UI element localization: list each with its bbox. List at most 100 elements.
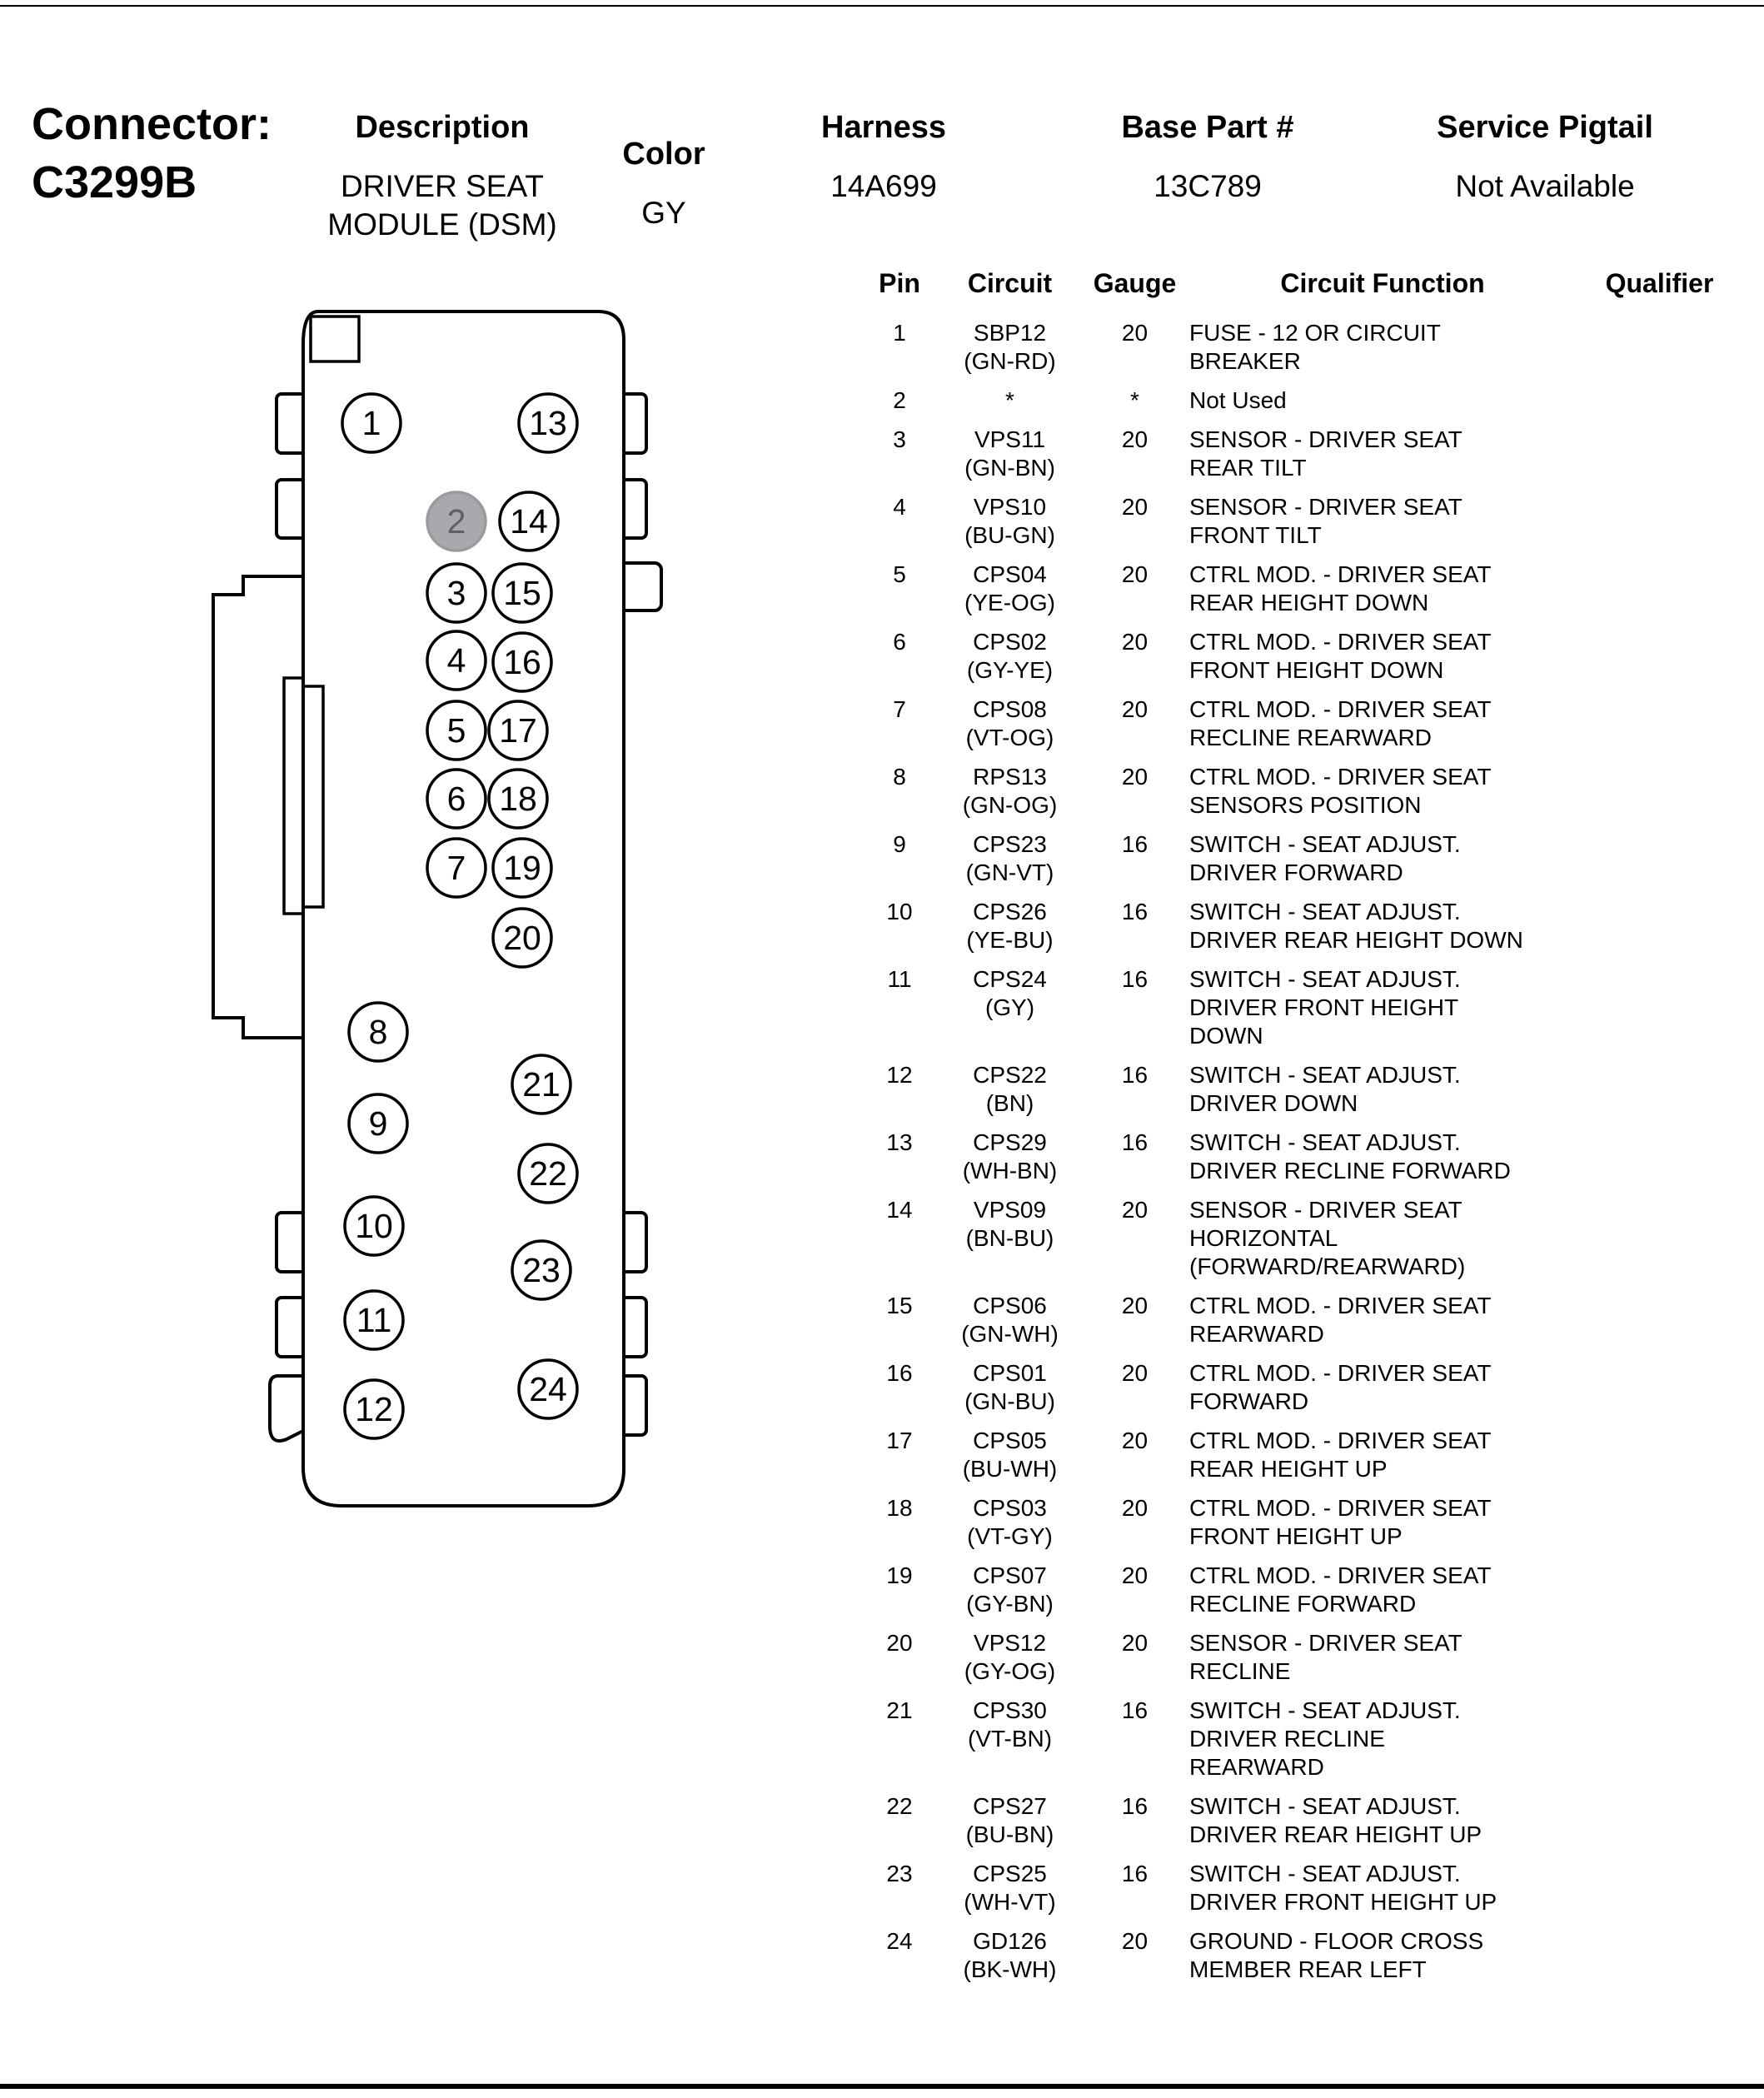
- circuit-cell: CPS05 (BU-WH): [933, 1427, 1087, 1483]
- connector-foot-tab: [268, 1374, 308, 1443]
- pin-circle: [426, 837, 487, 899]
- pin-marker-16: 16: [491, 631, 553, 693]
- pin-circle: [491, 631, 553, 693]
- pin-marker-5: 5: [426, 700, 487, 761]
- circuit-wire-color: (GY-YE): [966, 657, 1054, 683]
- circuit-code: CPS07: [973, 1562, 1047, 1588]
- circuit-wire-color: (VT-GY): [967, 1523, 1053, 1549]
- qualifier-cell: [1582, 1359, 1737, 1416]
- pin-circle-number: 5: [447, 711, 466, 750]
- qualifier-cell: [1582, 1427, 1737, 1483]
- gauge-cell: 20: [1121, 696, 1149, 722]
- header-col-harness: Harness 14A699: [775, 110, 992, 206]
- pin-row: 8 RPS13 (GN-OG) 20 CTRL MOD. - DRIVER SE…: [866, 763, 1749, 820]
- circuit-function-cell: SWITCH - SEAT ADJUST. DRIVER FRONT HEIGH…: [1189, 966, 1461, 1049]
- circuit-cell: CPS30 (VT-BN): [933, 1697, 1087, 1782]
- gauge-cell: 20: [1121, 1293, 1149, 1318]
- pin-number: 22: [886, 1793, 913, 1819]
- qualifier-cell: [1582, 1196, 1737, 1281]
- pin-circle: [511, 1054, 572, 1115]
- circuit-code: CPS29: [973, 1129, 1047, 1155]
- circuit-code: CPS22: [973, 1062, 1047, 1088]
- pin-marker-3: 3: [426, 562, 487, 624]
- pin-circle-number: 16: [503, 643, 541, 681]
- service-pigtail-label: Service Pigtail: [1437, 110, 1653, 145]
- circuit-wire-color: (YE-OG): [964, 590, 1055, 615]
- service-pigtail-value: Not Available: [1455, 169, 1635, 203]
- circuit-function-cell: SWITCH - SEAT ADJUST. DRIVER RECLINE REA…: [1189, 1697, 1461, 1780]
- pin-number: 10: [886, 899, 913, 924]
- pin-number: 13: [886, 1129, 913, 1155]
- circuit-cell: CPS25 (WH-VT): [933, 1860, 1087, 1916]
- circuit-code: VPS12: [973, 1630, 1047, 1656]
- pin-circle-number: 21: [522, 1065, 561, 1104]
- body-rail-detail: [301, 685, 325, 909]
- circuit-code: RPS13: [973, 764, 1047, 790]
- pin-number: 18: [886, 1495, 913, 1521]
- qualifier-cell: [1582, 1562, 1737, 1618]
- pin-circle-number: 24: [529, 1370, 567, 1408]
- pin-circle: [343, 1195, 405, 1257]
- pin-circle: [498, 491, 560, 552]
- circuit-cell: CPS23 (GN-VT): [933, 830, 1087, 887]
- qualifier-cell: [1582, 1792, 1737, 1849]
- circuit-wire-color: (GY): [984, 994, 1035, 1020]
- pin-circle: [426, 700, 487, 761]
- pin-marker-7: 7: [426, 837, 487, 899]
- pin-circle: [347, 1001, 409, 1063]
- harness-value: 14A699: [830, 169, 937, 203]
- circuit-function-cell: CTRL MOD. - DRIVER SEAT REARWARD: [1189, 1293, 1492, 1347]
- pin-number: 20: [886, 1630, 913, 1656]
- pin-marker-24: 24: [517, 1358, 579, 1420]
- pin-number: 1: [893, 320, 906, 346]
- circuit-code: CPS08: [973, 696, 1047, 722]
- circuit-function-cell: SENSOR - DRIVER SEAT FRONT TILT: [1189, 494, 1463, 548]
- pin-table: Pin Circuit Gauge Circuit Function Quali…: [866, 268, 1749, 1995]
- pin-number: 7: [893, 696, 906, 722]
- pin-marker-21: 21: [511, 1054, 572, 1115]
- pin-number: 21: [886, 1697, 913, 1723]
- top-divider: [0, 5, 1764, 7]
- pin-marker-17: 17: [487, 700, 549, 761]
- circuit-wire-color: (WH-VT): [964, 1889, 1056, 1915]
- pin-circle: [491, 837, 553, 899]
- circuit-cell: CPS26 (YE-BU): [933, 898, 1087, 954]
- pin-row: 21 CPS30 (VT-BN) 16 SWITCH - SEAT ADJUST…: [866, 1697, 1749, 1782]
- pin-marker-14: 14: [498, 491, 560, 552]
- circuit-wire-color: (GN-WH): [961, 1321, 1059, 1347]
- pin-number: 9: [893, 831, 906, 857]
- pin-row: 4 VPS10 (BU-GN) 20 SENSOR - DRIVER SEAT …: [866, 493, 1749, 550]
- circuit-code: VPS10: [973, 494, 1047, 520]
- circuit-wire-color: (GN-BN): [964, 455, 1055, 481]
- pin-marker-15: 15: [491, 562, 553, 624]
- bottom-divider: [0, 2084, 1764, 2089]
- description-label: Description: [355, 110, 530, 145]
- circuit-wire-color: (BN-BU): [965, 1225, 1054, 1251]
- pin-circle: [487, 700, 549, 761]
- pin-number: 8: [893, 764, 906, 790]
- gauge-cell: *: [1130, 387, 1139, 413]
- circuit-code: CPS26: [973, 899, 1047, 924]
- circuit-cell: CPS27 (BU-BN): [933, 1792, 1087, 1849]
- qualifier-cell: [1582, 763, 1737, 820]
- circuit-cell: CPS06 (GN-WH): [933, 1292, 1087, 1348]
- circuit-cell: SBP12 (GN-RD): [933, 319, 1087, 376]
- circuit-code: CPS30: [973, 1697, 1047, 1723]
- pin-marker-8: 8: [347, 1001, 409, 1063]
- pin-circle: [487, 768, 549, 830]
- header-col-base-part: Base Part # 13C789: [1074, 110, 1341, 206]
- circuit-code: CPS23: [973, 831, 1047, 857]
- qualifier-cell: [1582, 1860, 1737, 1916]
- pin-table-header: Pin Circuit Gauge Circuit Function Quali…: [866, 268, 1749, 299]
- header-col-service-pigtail: Service Pigtail Not Available: [1395, 110, 1695, 206]
- mounting-bracket: [212, 575, 306, 1039]
- circuit-code: VPS09: [973, 1197, 1047, 1223]
- circuit-wire-color: (GN-VT): [965, 860, 1054, 885]
- pin-circle: [343, 1289, 405, 1351]
- circuit-code: VPS11: [974, 426, 1046, 452]
- pin-row: 10 CPS26 (YE-BU) 16 SWITCH - SEAT ADJUST…: [866, 898, 1749, 954]
- circuit-wire-color: (BU-GN): [964, 522, 1055, 548]
- circuit-wire-color: (VT-OG): [965, 725, 1054, 750]
- pin-circle-number: 4: [447, 641, 466, 680]
